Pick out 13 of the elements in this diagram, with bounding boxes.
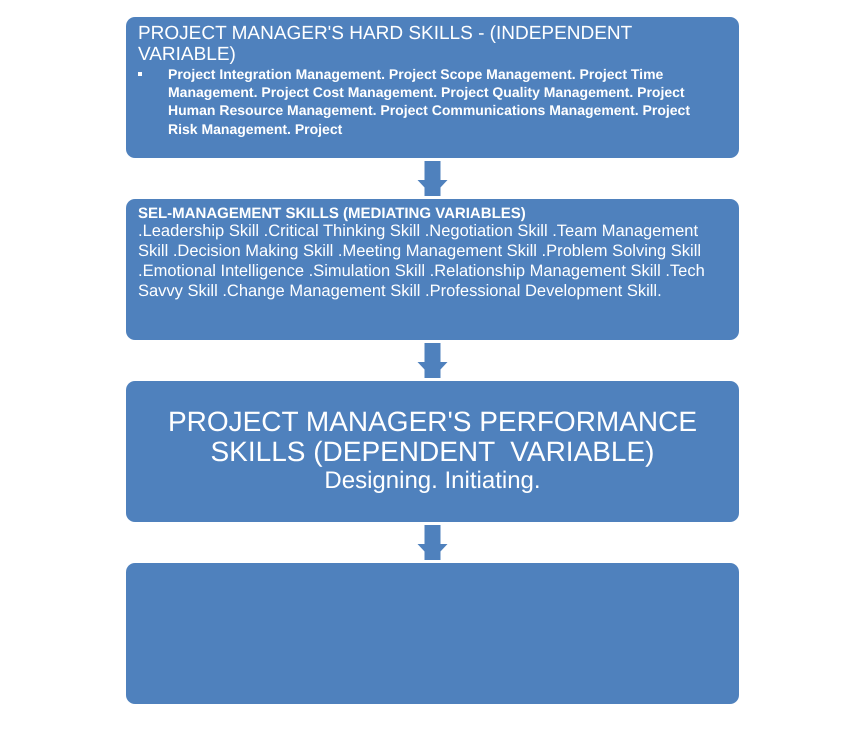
block-arrow (418, 343, 448, 378)
block-arrow (418, 525, 448, 560)
box-heading: SEL-MANAGEMENT SKILLS (MEDIATING VARIABLES) (138, 206, 527, 222)
box-heading: PROJECT MANAGER'S HARD SKILLS - (INDEPENDENT VARIABLE) (138, 24, 633, 66)
box-body-text: Project Integration Management. Project Scope Management. Project Time Management. Project Cost Management. Project Quality Management. Project Human Resource Management. Project Communications Management. Project Risk Management. Project (168, 66, 692, 137)
process-box (126, 199, 739, 340)
box-body-text: Designing. Initiating. (324, 467, 541, 494)
empty-box (126, 563, 739, 704)
process-box (126, 381, 739, 522)
box-heading: PROJECT MANAGER'S PERFORMANCE SKILLS (DEPENDENT VARIABLE) (166, 406, 698, 468)
process-box (126, 17, 739, 158)
block-arrow (418, 161, 448, 196)
box-body-text: .Leadership Skill .Critical Thinking Skill .Negotiation Skill .Team Management Skill .Decision Making Skill .Meeting Management Skill .Problem Solving Skill .Emotional Intelligence .Simulation Skill .Relationship Management Skill .Tech Savvy Skill .Change Management Skill .Professional Development Skill. (138, 222, 706, 300)
